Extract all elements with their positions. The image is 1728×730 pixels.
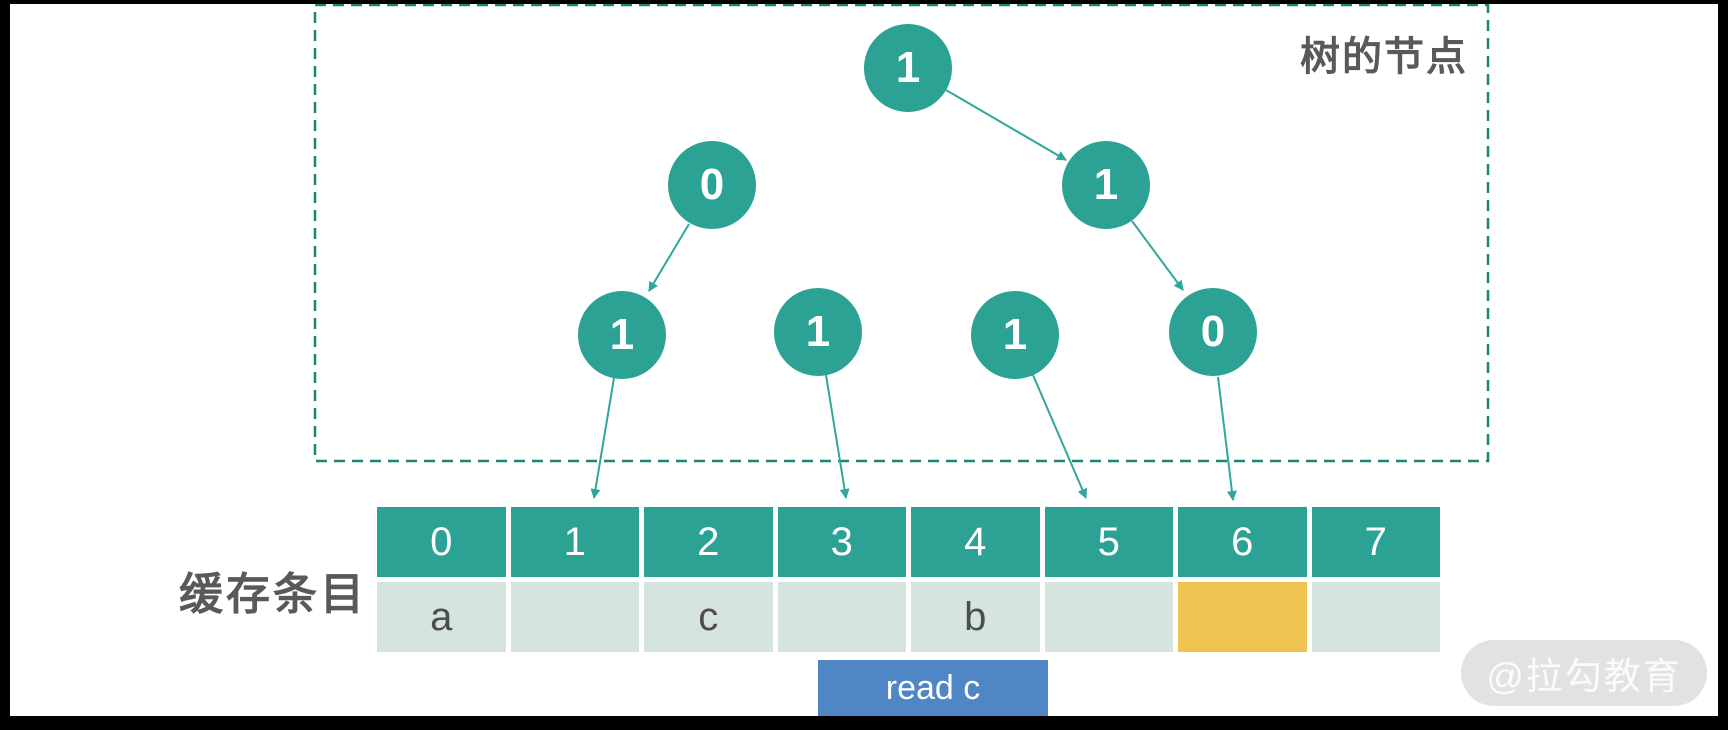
frame-bar-right [1718, 0, 1728, 730]
tree-node-leaf-1: 1 [774, 288, 862, 376]
cache-header-cell-6: 6 [1178, 507, 1307, 577]
cache-value-cell-1 [510, 582, 639, 652]
edge-right-child-to-leaf-3 [1131, 220, 1184, 291]
cache-value-cell-2: c [644, 582, 773, 652]
tree-node-leaf-2: 1 [971, 291, 1059, 379]
frame-bar-bottom [0, 716, 1728, 730]
tree-box-label: 树的节点 [1300, 35, 1468, 79]
edge-leaf-2-to-cell-5 [1032, 374, 1088, 499]
cache-value-cell-5 [1044, 582, 1173, 652]
cache-value-cell-0: a [377, 582, 506, 652]
frame-bar-top [0, 0, 1728, 4]
cache-header-cell-1: 1 [510, 507, 639, 577]
cache-value-cell-7 [1311, 582, 1440, 652]
cache-header-cell-3: 3 [777, 507, 906, 577]
edge-leaf-3-to-cell-6 [1217, 376, 1237, 501]
read-c-button[interactable]: read c [818, 660, 1048, 716]
watermark-badge: @拉勾教育 [1461, 640, 1707, 706]
cache-header-cell-2: 2 [644, 507, 773, 577]
tree-node-left-child: 0 [668, 141, 756, 229]
cache-table: 0 1 2 3 4 5 6 7 a c b [377, 507, 1440, 652]
cache-value-cell-3 [777, 582, 906, 652]
cache-header-cell-4: 4 [911, 507, 1040, 577]
tree-node-root: 1 [864, 24, 952, 112]
frame-bar-left [0, 0, 10, 730]
tree-node-leaf-0: 1 [578, 291, 666, 379]
tree-dashed-box [313, 3, 1490, 463]
edge-leaf-1-to-cell-3 [825, 374, 850, 499]
cache-value-cell-4: b [911, 582, 1040, 652]
tree-node-leaf-3: 0 [1169, 288, 1257, 376]
cache-value-cell-6-highlighted [1178, 582, 1307, 652]
cache-header-cell-0: 0 [377, 507, 506, 577]
cache-header-cell-7: 7 [1311, 507, 1440, 577]
cache-entries-label: 缓存条目 [179, 570, 367, 619]
edge-left-child-to-leaf-0 [648, 223, 690, 292]
edge-leaf-0-to-cell-1 [590, 377, 615, 499]
edge-root-to-right-child [945, 89, 1067, 161]
tree-node-right-child: 1 [1062, 141, 1150, 229]
cache-header-cell-5: 5 [1044, 507, 1173, 577]
